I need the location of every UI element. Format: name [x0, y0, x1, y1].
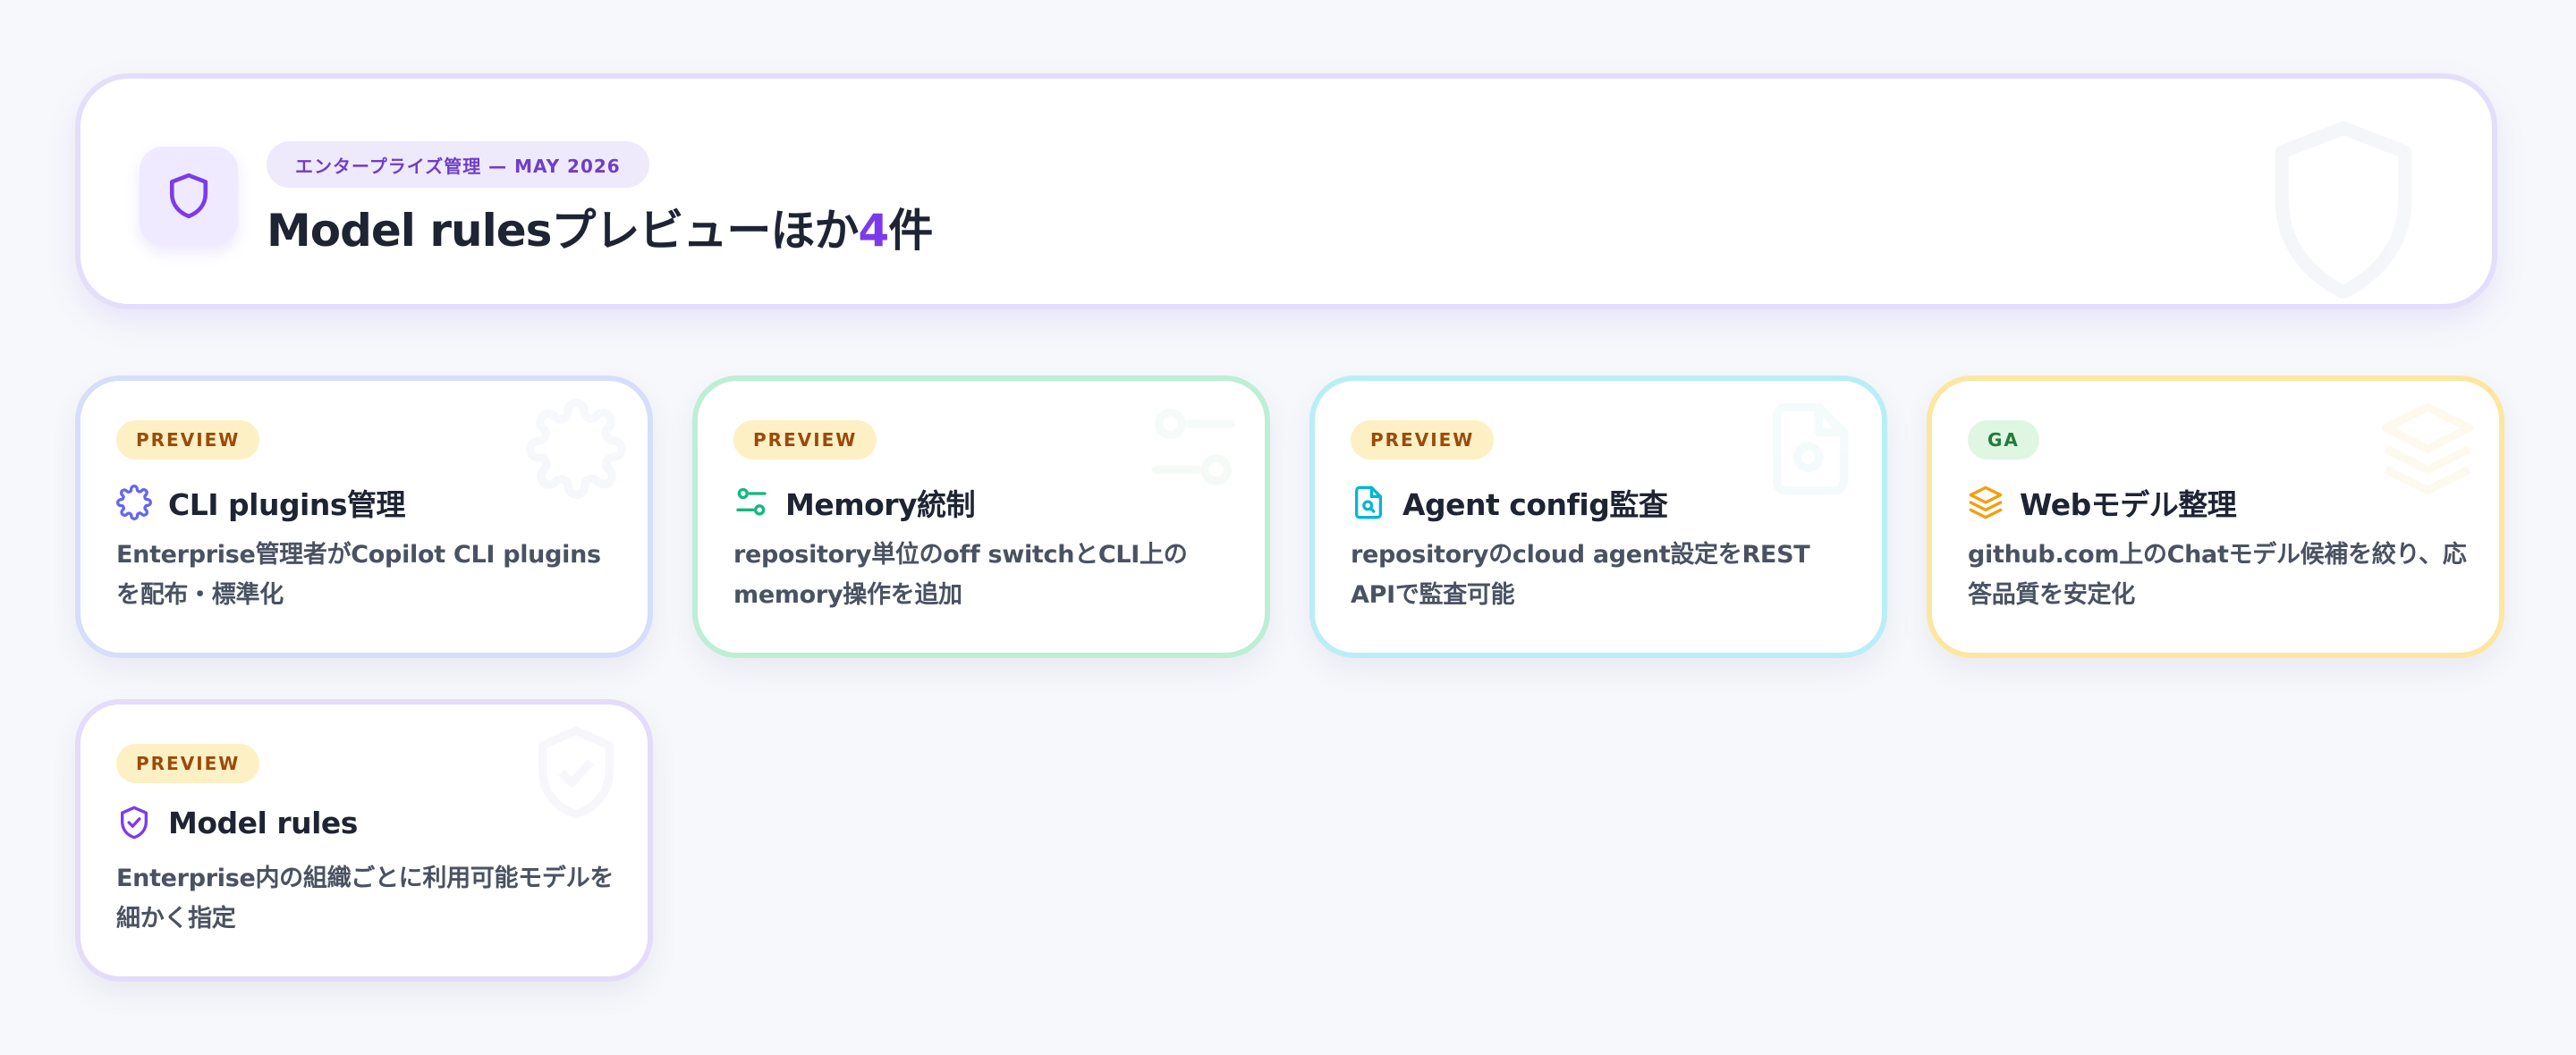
shield-check-watermark-icon	[538, 726, 614, 819]
shield-watermark-icon	[2275, 121, 2412, 300]
sliders-icon	[736, 487, 767, 516]
card-header: Model rules	[116, 805, 358, 840]
hero-eyebrow: エンタープライズ管理 — MAY 2026	[267, 141, 649, 188]
title-main: Model rulesプレビューほか	[267, 205, 859, 257]
card-title: Model rules	[168, 805, 358, 840]
status-badge: PREVIEW	[1351, 420, 1495, 460]
status-badge: PREVIEW	[116, 420, 260, 460]
card-title: Memory統制	[785, 487, 976, 522]
hero-banner: エンタープライズ管理 — MAY 2026 Model rulesプレビューほか…	[75, 73, 2497, 309]
card-cli-plugins[interactable]: PREVIEW CLI plugins管理 Enterprise管理者がCopi…	[75, 376, 653, 658]
status-badge: GA	[1968, 420, 2039, 460]
layers-icon	[1969, 485, 2003, 519]
card-web-models[interactable]: GA Webモデル整理 github.com上のChatモデル候補を絞り、応答品…	[1927, 376, 2504, 658]
puzzle-icon	[116, 485, 152, 520]
file-search-watermark-icon	[1773, 402, 1848, 495]
status-badge: PREVIEW	[116, 744, 260, 783]
card-description: github.com上のChatモデル候補を絞り、応答品質を安定化	[1968, 541, 2467, 609]
card-header: Memory統制	[733, 481, 976, 524]
puzzle-watermark-icon	[526, 399, 626, 499]
card-agent-config[interactable]: PREVIEW Agent config監査 repositoryのcloud …	[1309, 376, 1887, 658]
shield-icon	[169, 173, 208, 219]
card-model-rules[interactable]: PREVIEW Model rules Enterprise内の組織ごとに利用可…	[75, 699, 653, 982]
card-title: Agent config監査	[1402, 487, 1668, 522]
card-header: Webモデル整理	[1968, 481, 2237, 524]
card-description: repositoryのcloud agent設定をREST APIで監査可能	[1351, 541, 1810, 609]
sliders-watermark-icon	[1151, 408, 1235, 485]
card-description: repository単位のoff switchとCLI上のmemory操作を追加	[733, 541, 1188, 609]
layers-watermark-icon	[2381, 402, 2474, 495]
card-header: CLI plugins管理	[116, 481, 406, 524]
file-search-icon	[1355, 485, 1382, 519]
hero-icon-box	[140, 147, 238, 245]
card-title: CLI plugins管理	[168, 487, 406, 522]
status-badge: PREVIEW	[733, 420, 877, 460]
title-count: 4	[858, 205, 889, 257]
page-title: Model rulesプレビューほか4件	[267, 195, 933, 259]
card-header: Agent config監査	[1351, 481, 1668, 524]
card-title: Webモデル整理	[2020, 487, 2237, 522]
card-description: Enterprise内の組織ごとに利用可能モデルを細かく指定	[116, 865, 614, 933]
card-memory[interactable]: PREVIEW Memory統制 repository単位のoff switch…	[692, 376, 1270, 658]
card-description: Enterprise管理者がCopilot CLI pluginsを配布・標準化	[116, 541, 601, 609]
shield-check-icon	[121, 806, 148, 840]
title-suffix: 件	[888, 205, 933, 257]
